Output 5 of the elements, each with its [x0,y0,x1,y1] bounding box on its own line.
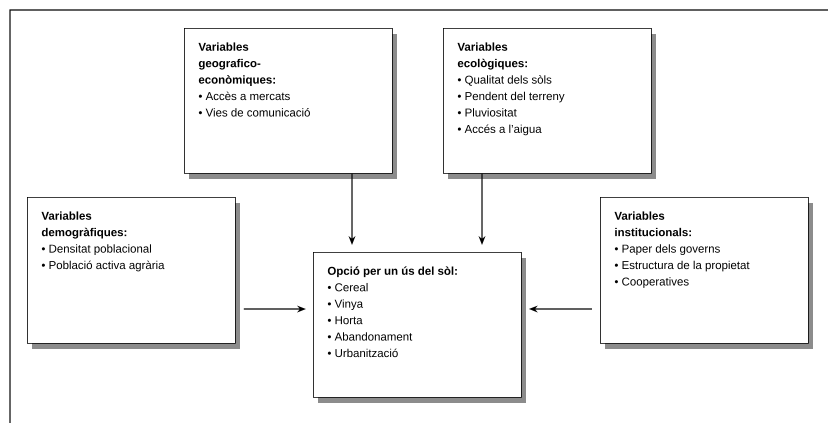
variable-box: Variables geografico-econòmiques: • Accès a mercats • Vies de comunicació [184,28,397,179]
variable-box: Variables demogràfiques: • Densitat poblacional • Població activa agrària [27,197,240,349]
variable-box: Variables institucionals: • Paper dels governs • Estructura de la propietat • Cooperatives [600,197,813,349]
variable-box: Opció per un ús del sòl: • Cereal • Vinya • Horta • Abandonament • Urbanització [313,252,526,403]
variable-box: Variables ecològiques: • Qualitat dels sòls • Pendent del terreny • Pluviositat • Accés a l’aigua [443,28,656,179]
